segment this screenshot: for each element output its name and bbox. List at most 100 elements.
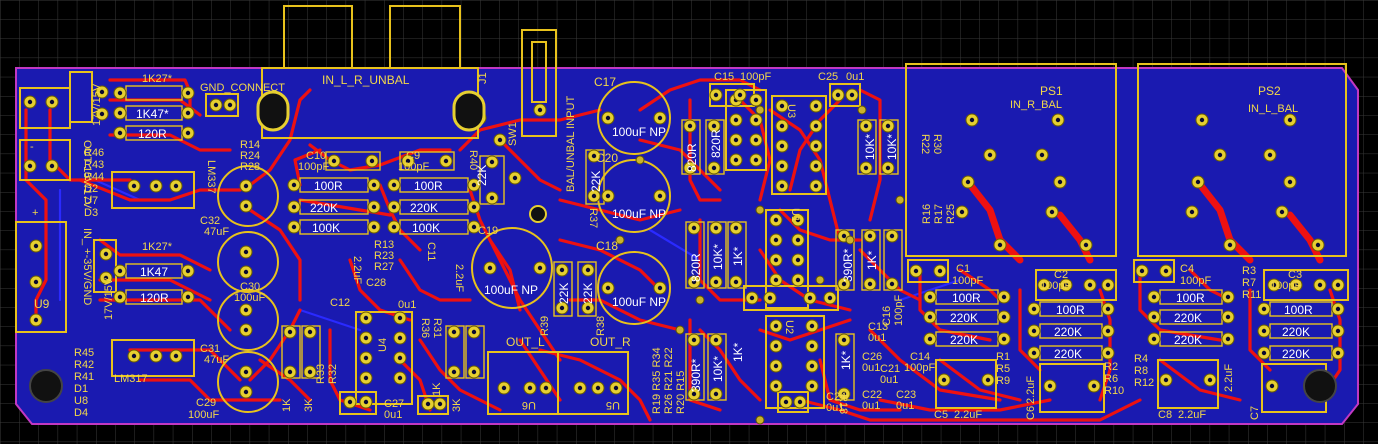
label-c19: C19 <box>478 225 498 237</box>
label-c18-val: 100uF NP <box>612 295 666 309</box>
label-u5: U5 <box>606 399 620 411</box>
pad-drill-hole <box>691 225 697 231</box>
label-r-1k-1: 1K* <box>731 246 745 266</box>
label-c22: C22 <box>862 389 882 401</box>
pad-drill-hole <box>1055 117 1061 123</box>
label-r-3k-b: 3K <box>451 398 463 412</box>
pad-drill-hole <box>1105 306 1111 312</box>
label-c3-val: 100pF <box>1270 280 1301 292</box>
label-c25-val: 0u1 <box>846 71 864 83</box>
label-r41: R41 <box>74 371 94 383</box>
label-ps1: PS1 <box>1040 84 1063 98</box>
pad-drill-hole <box>605 193 611 199</box>
pad-drill-hole <box>941 377 947 383</box>
pad-drill-hole <box>1317 282 1323 288</box>
label-r-220k-b: 220K <box>410 201 438 215</box>
pad-drill-hole <box>841 337 847 343</box>
label-r-1k47-top: 1K47* <box>136 107 169 121</box>
label-r-group-a: R19 R35 R34 <box>651 347 663 414</box>
pad-drill-hole <box>99 89 105 95</box>
pad-drill-hole <box>835 92 841 98</box>
pad-drill-hole <box>397 335 403 341</box>
pad-drill-hole <box>773 277 779 283</box>
label-bal-r-220k-2: 220K <box>950 333 978 347</box>
pad-drill-hole <box>173 183 179 189</box>
label-c32: C32 <box>200 215 220 227</box>
pad-drill-hole <box>813 103 819 109</box>
label-c20-val: 100uF NP <box>612 207 666 221</box>
label-c6: C6 <box>1025 406 1037 420</box>
pad-drill-hole <box>657 285 663 291</box>
via <box>895 195 905 205</box>
pad-drill-hole <box>767 295 773 301</box>
pad-drill-hole <box>687 165 693 171</box>
label-c3: C3 <box>1288 269 1302 281</box>
pad-drill-hole <box>733 117 739 123</box>
label-bal-l-220k-1: 220K <box>1174 311 1202 325</box>
pad-drill-hole <box>27 163 33 169</box>
label-r25: R25 <box>945 204 957 224</box>
pad-drill-hole <box>737 92 743 98</box>
label-r36: R36 <box>419 318 431 338</box>
pad-drill-hole <box>1225 314 1231 320</box>
pad-drill-hole <box>795 277 801 283</box>
pad-drill-hole <box>807 295 813 301</box>
pad-drill-hole <box>773 217 779 223</box>
pad-drill-hole <box>733 137 739 143</box>
label-c16: C16 <box>881 306 893 326</box>
label-c23-val: 0u1 <box>896 400 914 412</box>
pad-drill-hole <box>713 279 719 285</box>
pad-drill-hole <box>363 335 369 341</box>
pad-drill-hole <box>213 102 219 108</box>
label-bal-l-220k-3: 220K <box>1282 325 1310 339</box>
pad-drill-hole <box>443 158 449 164</box>
label-r31: R31 <box>431 318 443 338</box>
label-c10-val: 100pF <box>298 161 329 173</box>
label-r23: R23 <box>374 250 394 262</box>
label-r39: R39 <box>539 316 551 336</box>
label-r-3k: 3K <box>303 398 315 412</box>
pad-drill-hole <box>131 353 137 359</box>
label-c12-val: 0u1 <box>398 299 416 311</box>
label-c18: C18 <box>596 239 618 253</box>
label-c1: C1 <box>956 263 970 275</box>
pad-drill-hole <box>795 217 801 223</box>
pad-drill-hole <box>117 268 123 274</box>
label-r32: R32 <box>327 364 339 384</box>
pad-drill-hole <box>965 179 971 185</box>
label-c23: C23 <box>896 389 916 401</box>
label-bal-l-100r-2: 100R <box>1284 303 1313 317</box>
pad-drill-hole <box>27 99 33 105</box>
label-c8: C8 <box>1158 409 1172 421</box>
pad-drill-hole <box>371 204 377 210</box>
label-r40: R40 <box>467 150 479 170</box>
pad-drill-hole <box>1261 350 1267 356</box>
pad-drill-hole <box>243 307 249 313</box>
label-c14-val: 100pF <box>904 362 935 374</box>
label-ps2: PS2 <box>1258 84 1281 98</box>
pad-drill-hole <box>497 137 503 143</box>
pad-drill-hole <box>1057 179 1063 185</box>
label-17v-bottom: 17V/15V <box>103 277 115 320</box>
pad-drill-hole <box>243 249 249 255</box>
pad-drill-hole <box>371 224 377 230</box>
label-c26: C26 <box>862 351 882 363</box>
pad-drill-hole <box>713 337 719 343</box>
pad-drill-hole <box>1207 377 1213 383</box>
pad-drill-hole <box>1105 282 1111 288</box>
pad-drill-hole <box>501 385 507 391</box>
label-r-390-2: 390R* <box>841 248 855 282</box>
label-r10: R10 <box>1104 385 1124 397</box>
pad-drill-hole <box>1091 383 1097 389</box>
pad-drill-hole <box>243 183 249 189</box>
label-r-22k-40: 22K <box>475 165 489 186</box>
pad-drill-hole <box>813 143 819 149</box>
pad-drill-hole <box>813 123 819 129</box>
label-bal-r-220k-4: 220K <box>1054 347 1082 361</box>
label-c21: C21 <box>880 363 900 375</box>
label-r-10k-1: 10K* <box>711 244 725 270</box>
pad-drill-hole <box>363 399 369 405</box>
label-r-1k-b: 1K <box>431 382 443 396</box>
label-c30: C30 <box>240 281 260 293</box>
pad-drill-hole <box>33 279 39 285</box>
